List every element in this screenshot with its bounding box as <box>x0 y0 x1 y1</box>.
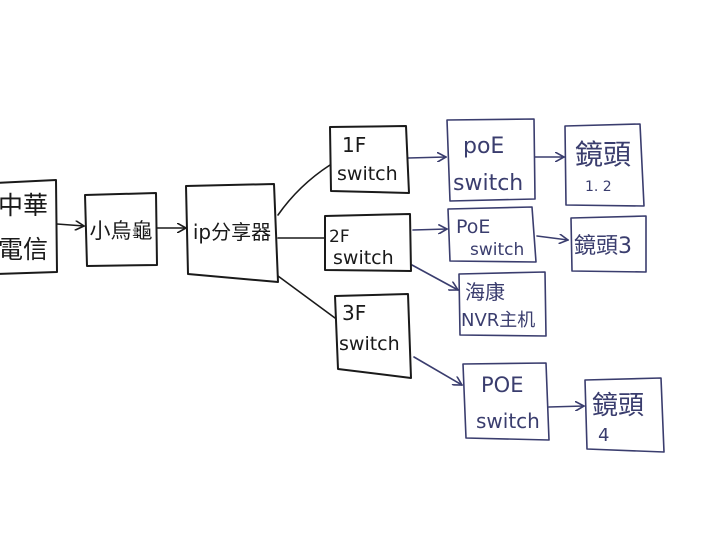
node-switch-2f: 2F switch <box>324 213 412 272</box>
node-poe-switch-2-line1: PoE <box>456 216 490 238</box>
node-poe-switch-2-line2: switch <box>470 240 524 260</box>
node-switch-1f-line1: 1F <box>342 133 366 157</box>
node-cht-line1: 中華 <box>0 191 48 220</box>
node-switch-3f-line1: 3F <box>342 301 366 325</box>
node-camera-1-2-line1: 鏡頭 <box>575 138 631 171</box>
node-camera-3: 鏡頭3 <box>570 215 647 273</box>
node-camera-4: 鏡頭 4 <box>584 377 665 453</box>
node-nvr-line1: 海康 <box>465 280 505 304</box>
edge-poe3-cam4 <box>548 406 584 407</box>
node-camera-3-label: 鏡頭3 <box>574 234 632 259</box>
node-cht-line2: 電信 <box>0 235 48 264</box>
node-poe-switch-1: poE switch <box>446 118 536 202</box>
edge-poe2-cam3 <box>536 236 568 240</box>
node-poe-switch-3: POE switch <box>462 362 550 441</box>
node-switch-3f-line2: switch <box>339 333 400 355</box>
edge-sw1-poe1 <box>407 157 446 158</box>
edge-sw2-nvr <box>411 264 458 290</box>
edges <box>56 157 584 407</box>
edge-ipsharer-sw1 <box>277 164 331 216</box>
node-camera-1-2: 鏡頭 1. 2 <box>564 123 645 207</box>
edge-sw3-poe3 <box>413 356 462 385</box>
node-cht: 中華 電信 <box>0 179 58 275</box>
node-nvr-line2: NVR主机 <box>461 310 535 331</box>
node-ip-sharer-label: ip分享器 <box>193 220 271 244</box>
node-switch-3f: 3F switch <box>334 293 412 379</box>
node-poe-switch-1-line1: poE <box>463 134 504 159</box>
node-modem-label: 小烏龜 <box>90 219 153 243</box>
node-ip-sharer: ip分享器 <box>185 183 279 283</box>
node-switch-2f-line2: switch <box>333 247 394 269</box>
edge-ipsharer-sw3 <box>277 275 336 319</box>
node-switch-2f-line1: 2F <box>329 227 350 247</box>
node-modem: 小烏龜 <box>84 192 158 267</box>
node-poe-switch-2: PoE switch <box>447 206 537 263</box>
edge-cht-modem <box>56 224 84 226</box>
node-switch-1f-line2: switch <box>337 163 398 185</box>
node-nvr: 海康 NVR主机 <box>458 271 547 337</box>
node-camera-1-2-line2: 1. 2 <box>585 179 612 195</box>
edge-sw2-poe2 <box>412 229 447 230</box>
node-camera-4-line1: 鏡頭 <box>592 391 644 421</box>
node-poe-switch-3-line2: switch <box>476 409 540 433</box>
node-poe-switch-3-line1: POE <box>481 373 523 397</box>
node-switch-1f: 1F switch <box>329 125 410 194</box>
node-poe-switch-1-line2: switch <box>453 171 523 196</box>
node-camera-4-line2: 4 <box>598 425 609 446</box>
